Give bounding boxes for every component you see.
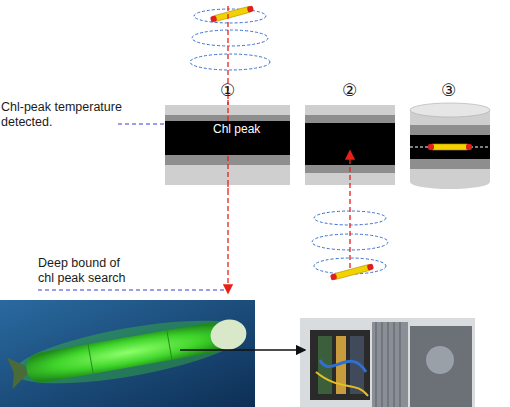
auv-icon (210, 5, 254, 22)
water-layers (305, 105, 395, 185)
electronics-photo (300, 318, 475, 407)
auv-photo (0, 300, 255, 407)
annotation: Deep bound of chl peak search (38, 256, 138, 286)
chl-peak-band: Chl peak (165, 121, 290, 155)
auv-icon (428, 144, 472, 150)
leader-line (38, 290, 228, 291)
ascent-path (349, 152, 350, 268)
callout-number: ③ (441, 82, 461, 100)
pointer-arrow (180, 349, 305, 350)
band-label: Chl peak (213, 122, 260, 136)
spiral-path (190, 9, 270, 70)
callout-number: ② (342, 82, 362, 100)
auv-icon (330, 263, 374, 280)
annotation: Chl-peak temperature detected. (1, 100, 123, 130)
water-cylinder (410, 103, 490, 189)
callout-number: ① (220, 82, 240, 100)
